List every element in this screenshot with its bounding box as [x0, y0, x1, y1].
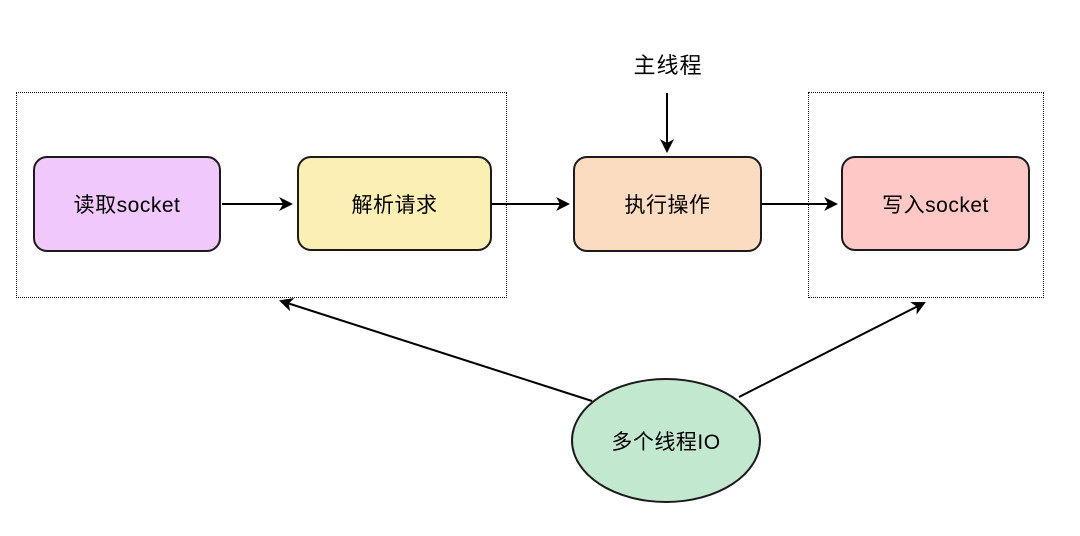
node-parse-request-label: 解析请求 — [351, 193, 438, 217]
arrow-io-to-right-group — [738, 302, 926, 398]
node-multi-thread-io-label: 多个线程IO — [611, 430, 721, 454]
node-read-socket: 读取socket — [33, 156, 221, 252]
arrow-io-to-left-group — [279, 297, 593, 402]
node-write-socket: 写入socket — [841, 156, 1030, 251]
node-execute-operation-label: 执行操作 — [624, 194, 711, 217]
node-multi-thread-io: 多个线程IO — [571, 378, 761, 503]
left-io-thread-group-box — [16, 92, 507, 298]
node-parse-request: 解析请求 — [297, 156, 492, 251]
node-write-socket-label: 写入socket — [882, 193, 989, 217]
right-io-thread-group-box — [808, 92, 1044, 298]
node-execute-operation: 执行操作 — [573, 156, 762, 252]
node-read-socket-label: 读取socket — [73, 194, 181, 217]
main-thread-label: 主线程 — [633, 53, 703, 78]
